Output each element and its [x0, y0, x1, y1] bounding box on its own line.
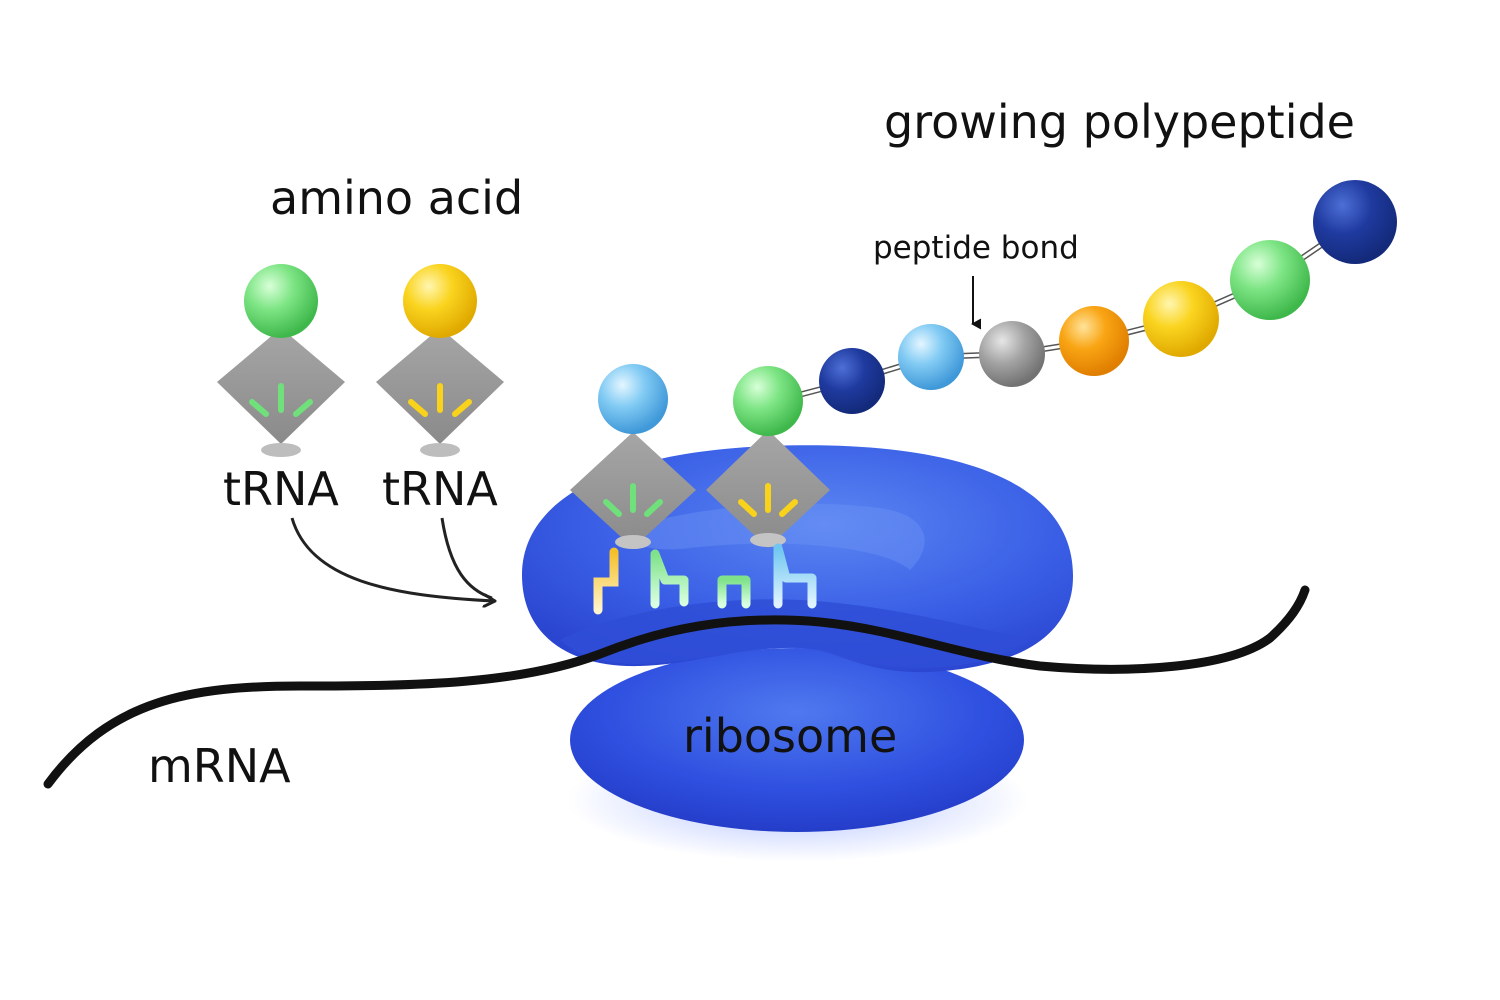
- anticodon-base: [650, 549, 689, 609]
- amino-acid-lightblue: [898, 324, 964, 390]
- amino-acid-label: amino acid: [270, 171, 523, 225]
- amino-acid-green: [1230, 240, 1310, 320]
- anticodon-base: [717, 575, 751, 609]
- amino-acid-navy: [819, 348, 885, 414]
- anticodon-base: [593, 547, 619, 615]
- anticodon-mark: [249, 399, 269, 417]
- anticodon-mark: [738, 499, 757, 517]
- polypeptide-chain: [767, 180, 1397, 414]
- anticodon-base: [773, 543, 817, 609]
- anticodon-mark: [644, 499, 663, 517]
- anticodon-mark: [452, 399, 472, 417]
- trna-foot: [615, 535, 651, 549]
- bound-trna-lightblue: [570, 364, 696, 615]
- amino-acid-yellow: [1143, 281, 1219, 357]
- anticodon-mark: [293, 399, 313, 417]
- mrna-label: mRNA: [148, 739, 291, 793]
- trna-foot: [750, 533, 786, 547]
- trna-label-right: tRNA: [382, 462, 498, 516]
- anticodon-mark: [779, 499, 798, 517]
- amino-acid-gray: [979, 321, 1045, 387]
- mrna-strand: [43, 585, 1310, 789]
- amino-acid-green-free: [244, 264, 318, 338]
- amino-acid-orange: [1059, 306, 1129, 376]
- amino-acid-lightblue-bound: [598, 364, 668, 434]
- trna-foot: [261, 443, 301, 457]
- growing-polypeptide-label: growing polypeptide: [884, 95, 1355, 149]
- amino-acid-yellow-free: [403, 264, 477, 338]
- trna-foot: [420, 443, 460, 457]
- amino-acid-green-bound: [733, 366, 803, 436]
- ribosome-groove: [560, 599, 1030, 668]
- ribosome-small-subunit: [570, 648, 1024, 832]
- peptide-bond-label: peptide bond: [873, 230, 1079, 266]
- amino-acid-navy-end: [1313, 180, 1397, 264]
- anticodon-mark: [408, 399, 428, 417]
- trna-label-left: tRNA: [223, 462, 339, 516]
- bound-trna-green: [706, 366, 830, 609]
- free-trna-green: [217, 264, 345, 457]
- anticodon-mark: [603, 499, 622, 517]
- trna-arrow-right: [440, 517, 493, 600]
- free-trna-yellow: [376, 264, 504, 457]
- trna-arrow-left: [290, 517, 494, 601]
- ribosome-label: ribosome: [683, 709, 897, 763]
